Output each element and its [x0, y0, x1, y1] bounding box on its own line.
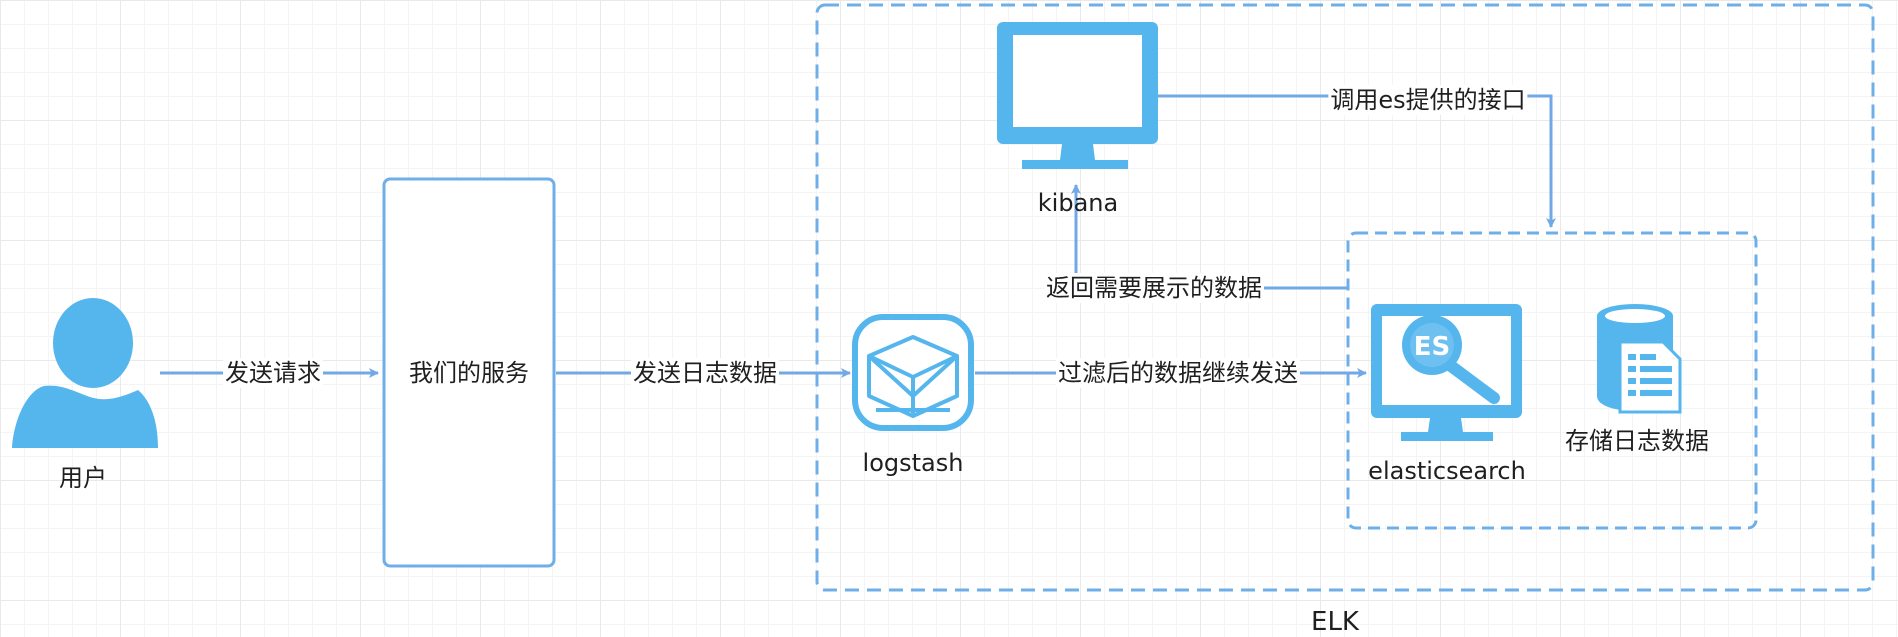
elasticsearch-label: elasticsearch: [1368, 457, 1526, 485]
logstash-icon: [852, 314, 974, 431]
service-box[interactable]: [382, 177, 556, 568]
edge-label-call-es-api: 调用es提供的接口: [1328, 85, 1528, 115]
logstash-label: logstash: [862, 449, 964, 477]
edge-kibana-to-elasticsearch: [1158, 94, 1556, 228]
storage-document-icon: [1597, 304, 1682, 414]
edge-label-forward-filtered: 过滤后的数据继续发送: [1056, 358, 1300, 388]
elk-group-frame: [815, 3, 1875, 592]
es-logo-text: ES: [1414, 332, 1451, 362]
edge-label-return-display: 返回需要展示的数据: [1044, 273, 1264, 303]
service-label: 我们的服务: [409, 359, 529, 387]
user-icon: [12, 298, 158, 448]
elk-group-label: ELK: [1311, 607, 1359, 637]
elasticsearch-icon: ES: [1371, 304, 1522, 441]
kibana-monitor-icon: [997, 22, 1158, 169]
edge-label-send-logs: 发送日志数据: [631, 358, 779, 388]
storage-label: 存储日志数据: [1565, 427, 1709, 455]
user-label: 用户: [59, 464, 107, 492]
storage-group-frame: [1346, 231, 1758, 530]
kibana-label: kibana: [1037, 189, 1119, 217]
edge-label-send-request: 发送请求: [223, 358, 323, 388]
